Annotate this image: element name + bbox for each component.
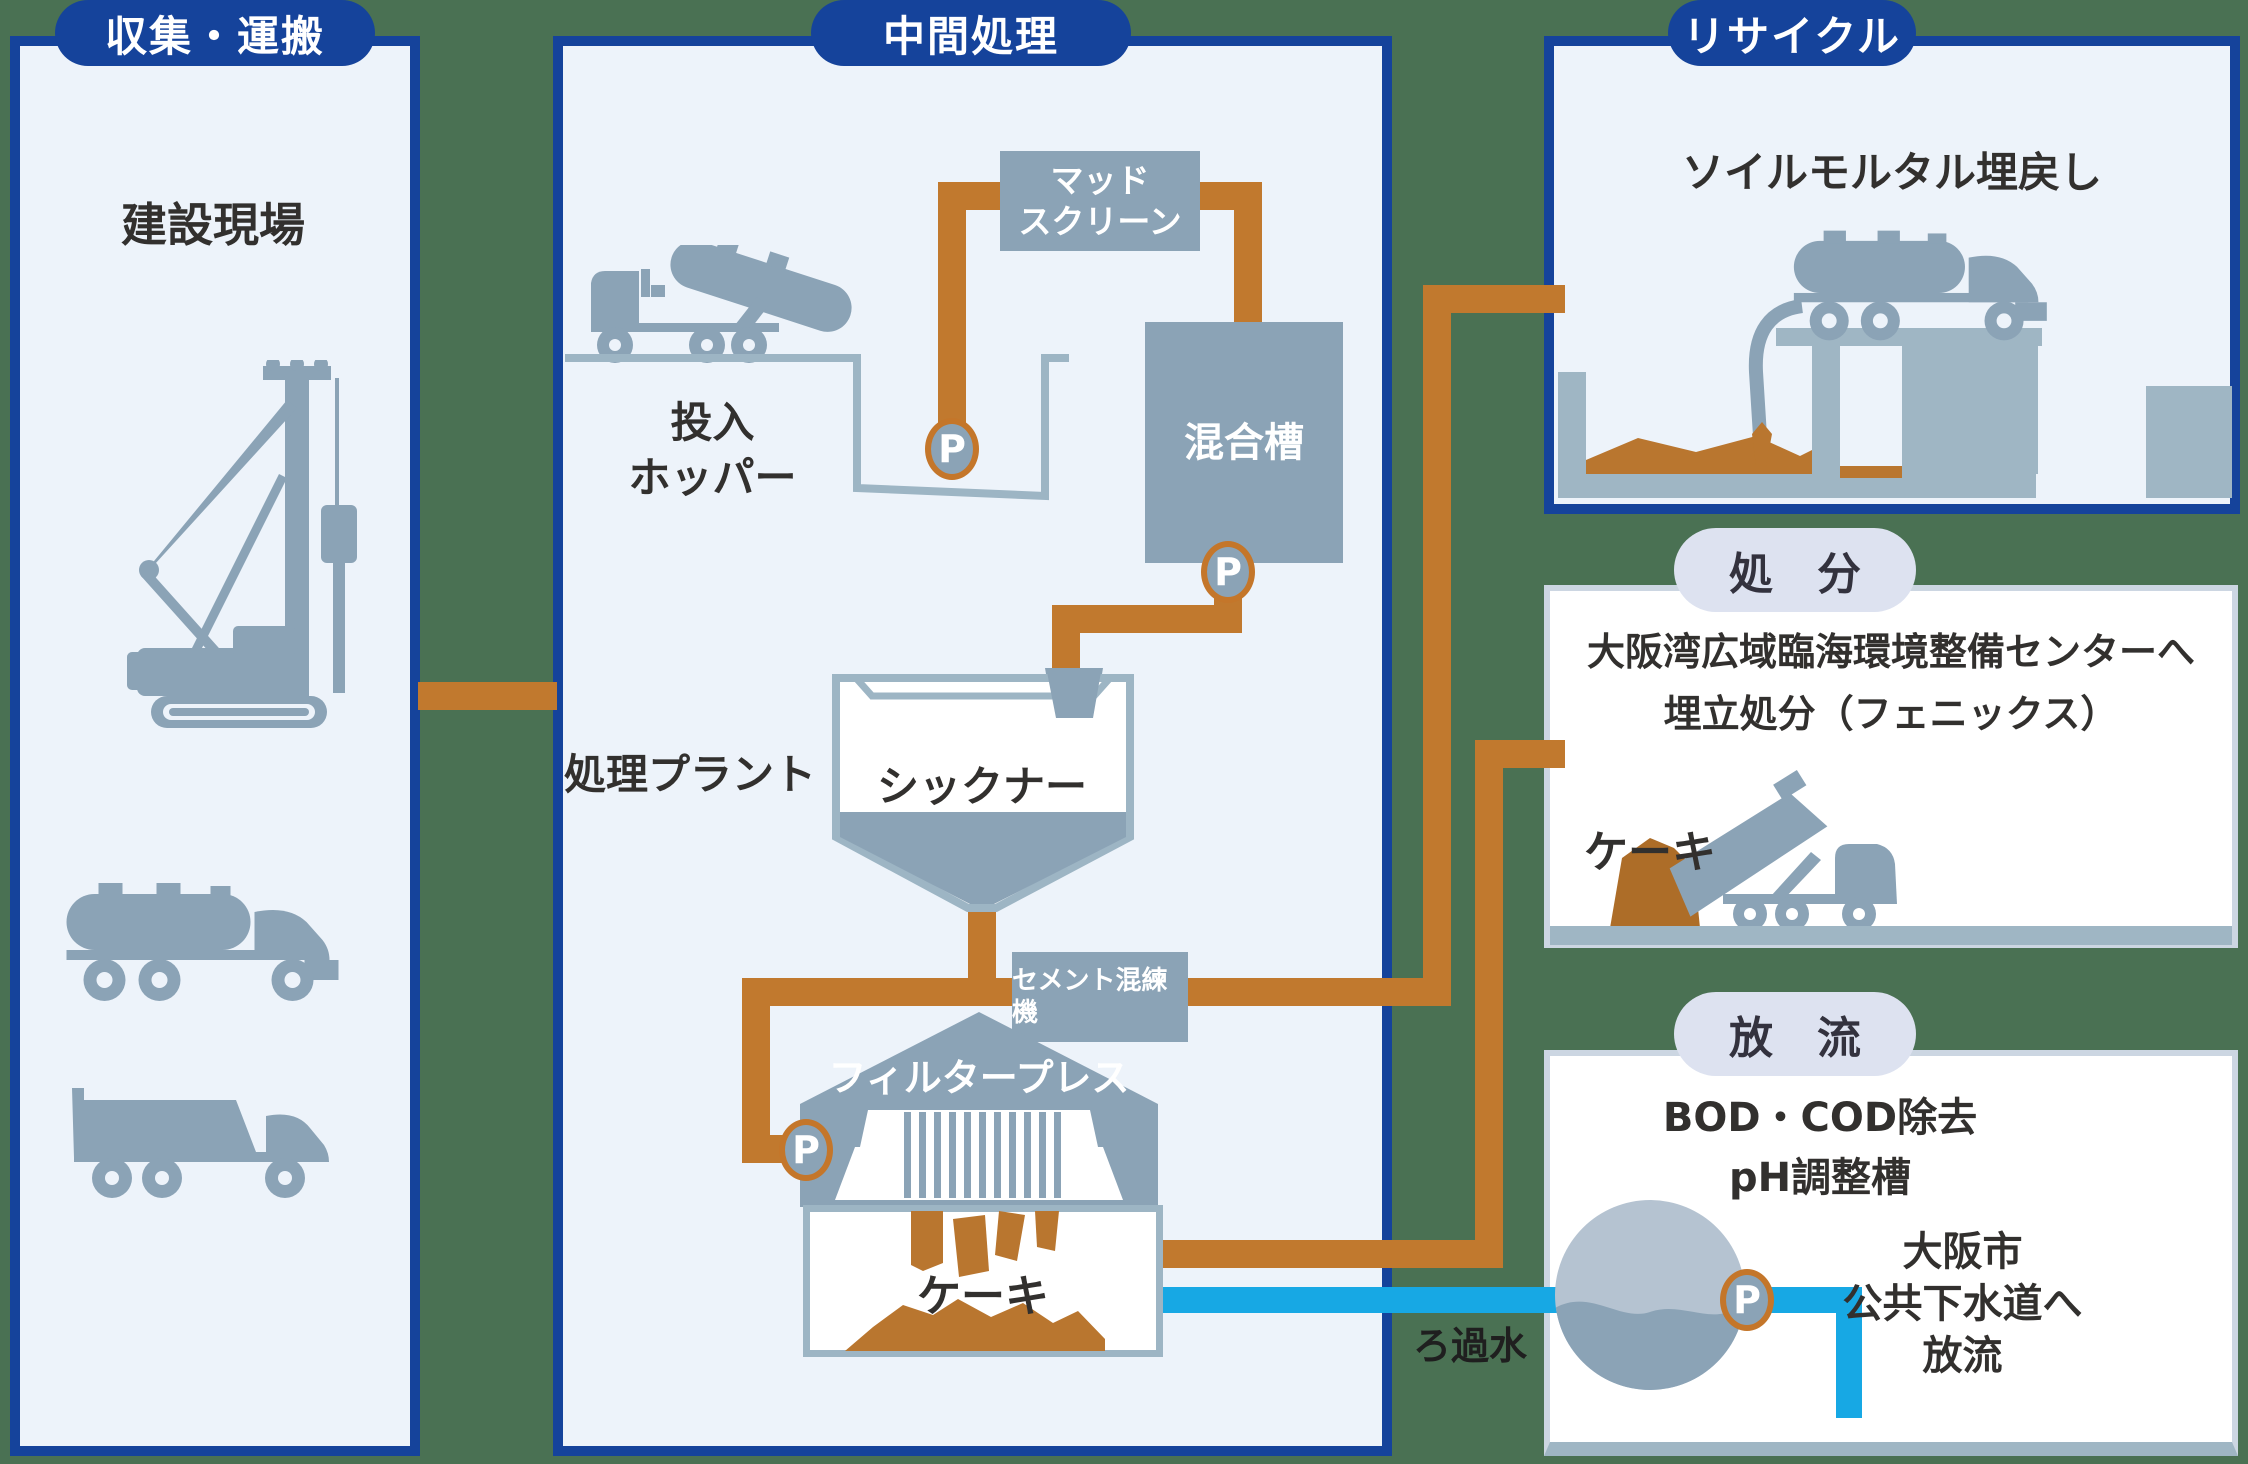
pipe-recycle-riser (1423, 285, 1451, 1006)
vacuum-truck-icon (66, 883, 339, 1001)
disposal-ground (1550, 926, 2232, 945)
construction-site-label: 建設現場 (121, 198, 305, 252)
pump-discharge-icon: P (1720, 1269, 1774, 1331)
dump-truck-icon (72, 1088, 329, 1198)
pump-hopper-icon: P (925, 418, 979, 480)
pipe-mixing-to-thickener (1052, 605, 1242, 633)
pipe-thickener-underflow (968, 903, 996, 991)
header-recycle: リサイクル (1668, 0, 1916, 66)
pipe-recycle-inlet (1423, 285, 1565, 313)
discharge-treatment1: BOD・COD除去 (1662, 1095, 1978, 1141)
thickener-vessel (832, 668, 1134, 912)
disposal-method: 埋立処分（フェニックス） (1663, 692, 2119, 736)
disposal-destination: 大阪湾広域臨海環境整備センターへ (1586, 630, 2195, 674)
pipe-outfall-drop (1836, 1300, 1862, 1418)
pipe-thickener-feed (1052, 605, 1080, 673)
cement-kneader-box: セメント混練機 (1012, 952, 1188, 1042)
pile-driver-icon (127, 360, 357, 728)
pump-press-icon: P (779, 1119, 833, 1181)
pipe-collection-to-plant (418, 682, 557, 710)
backfill-scene (1558, 230, 2232, 498)
filtered-water-label: ろ過水 (1412, 1324, 1527, 1368)
filter-press-label: フィルタープレス (828, 1056, 1130, 1100)
header-discharge: 放 流 (1674, 992, 1916, 1076)
cake-contents (845, 1211, 1105, 1351)
mixing-tank-box: 混合槽 (1145, 322, 1343, 563)
input-hopper-outline (565, 354, 1069, 501)
pump-mixing-icon: P (1201, 541, 1255, 603)
header-intermediate: 中間処理 (811, 0, 1131, 66)
ph-adjust-tank (1555, 1200, 1745, 1390)
disposal-truck-scene (1610, 769, 1897, 931)
pipe-disposal-riser (1475, 740, 1503, 1268)
filter-press-house (800, 1012, 1158, 1207)
header-collection: 収集・運搬 (55, 0, 375, 66)
dumping-truck-icon (591, 245, 852, 363)
input-hopper-label: 投入 ホッパー (628, 398, 797, 502)
pipe-cake-out (1158, 1240, 1503, 1268)
pipe-to-mixing-tank (1234, 182, 1262, 324)
pipe-press-down (742, 1000, 770, 1140)
header-disposal: 処 分 (1674, 528, 1916, 612)
discharge-treatment2: pH調整槽 (1728, 1155, 1912, 1201)
pipe-hopper-riser (938, 182, 966, 425)
plant-label: 処理プラント (563, 750, 816, 799)
disposal-cake-label: ケーキ (1584, 827, 1716, 878)
cake-label: ケーキ (917, 1271, 1049, 1322)
recycle-caption: ソイルモルタル埋戻し (1681, 148, 2102, 197)
pipe-disposal-inlet (1475, 740, 1565, 768)
outfall-text: 大阪市 公共下水道へ 放流 (1842, 1229, 2083, 1379)
thickener-label: シックナー (876, 762, 1087, 811)
mud-screen-box: マッド スクリーン (1000, 151, 1200, 251)
pipe-hopper-to-mudscreen (938, 182, 1004, 210)
panel-collection (10, 36, 420, 1456)
